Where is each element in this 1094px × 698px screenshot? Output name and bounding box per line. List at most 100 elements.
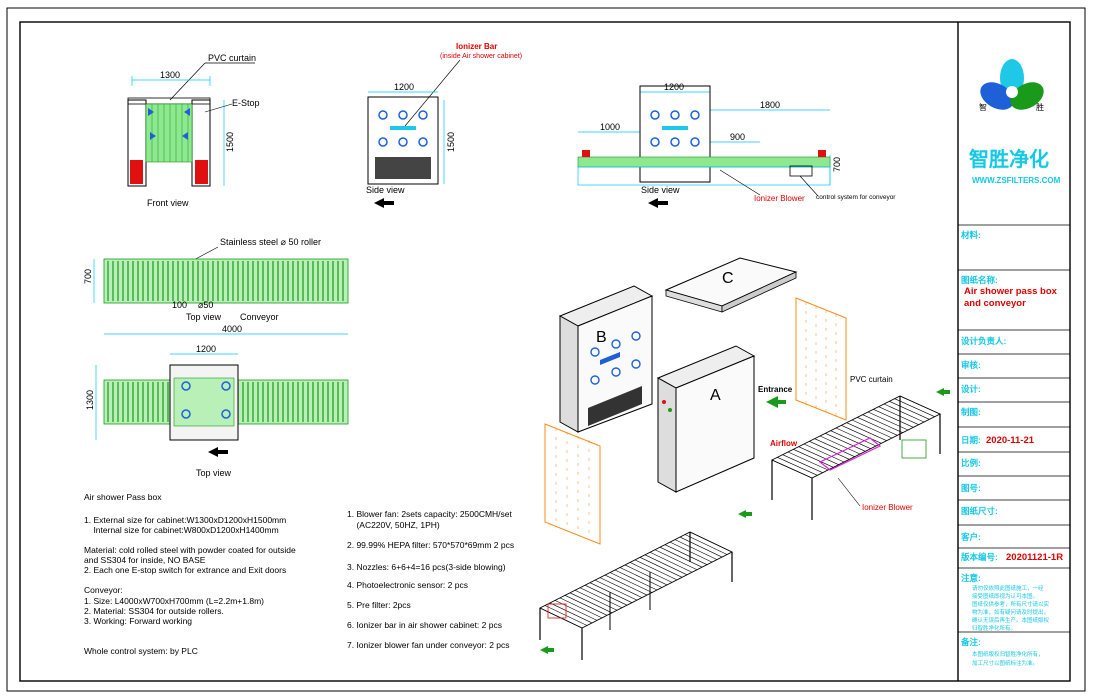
conveyor-width-dim: 700 <box>83 269 93 284</box>
side-view-2-title: Side view <box>641 185 680 195</box>
title-block: 智 胜 智胜净化 WWW.ZSFILTERS.COM 材料: 图纸名称: Air… <box>958 59 1070 667</box>
front-view-title: Front view <box>147 198 189 208</box>
spec-item: 2. 99.99% HEPA filter: 570*570*69mm 2 pc… <box>347 540 514 550</box>
top-height-dim: 1300 <box>85 390 95 410</box>
roller <box>614 569 658 591</box>
tb-drawing-no: 图号: <box>961 483 981 493</box>
ionizer-bar-label: Ionizer Bar <box>456 42 497 51</box>
roller <box>654 549 698 571</box>
company-logo-icon <box>980 59 1044 110</box>
roller <box>569 592 613 614</box>
tb-date-key: 日期: <box>961 435 981 445</box>
company-website: WWW.ZSFILTERS.COM <box>972 176 1061 185</box>
roller <box>878 406 919 425</box>
roller <box>684 534 728 555</box>
roller <box>841 425 882 444</box>
spec-line: 2. Material: SS304 for outside rollers. <box>84 606 224 616</box>
spec-line: 3. Working: Forward working <box>84 616 192 626</box>
roller <box>787 451 829 471</box>
roller <box>867 411 909 431</box>
tb-review: 审核: <box>961 360 981 370</box>
spec-footer: Whole control system: by PLC <box>84 646 198 656</box>
roller <box>814 438 855 457</box>
side-view-1-title: Side view <box>366 185 405 195</box>
roller <box>604 574 648 596</box>
roller <box>679 536 723 558</box>
conveyor-top-subtitle: Conveyor <box>240 312 279 322</box>
spec-item: 5. Pre filter: 2pcs <box>347 600 411 610</box>
label-b: B <box>596 329 607 346</box>
roller <box>669 541 713 563</box>
side2-1000-dim: 1000 <box>600 122 620 132</box>
tb-remark-line: 物为准，如有疑问请及时提出， <box>972 608 1049 616</box>
roller <box>639 557 683 578</box>
tb-version-value: 20201121-1R <box>1006 552 1063 563</box>
spec-heading: Air shower Pass box <box>84 492 162 502</box>
side2-1800-dim: 1800 <box>760 100 780 110</box>
roller <box>777 457 818 476</box>
tb-remark-line: 确认无误后再生产。本图纸版权 <box>972 616 1050 624</box>
roller <box>798 446 839 465</box>
roller <box>771 459 813 479</box>
roller-dia-dim: ⌀50 <box>198 300 213 310</box>
tb-version-key: 版本编号: <box>960 552 998 562</box>
roller <box>609 572 653 593</box>
tb-design: 设计: <box>961 384 981 394</box>
side1-width-dim: 1200 <box>394 82 414 92</box>
roller <box>594 579 638 601</box>
spec-item: 6. Ionizer bar in air shower cabinet: 2 … <box>347 620 502 630</box>
tb-remark-line: 请勿仅依照此图纸施工，一经 <box>972 584 1044 592</box>
roller <box>579 587 623 609</box>
tb-customer: 客户: <box>960 532 981 542</box>
spec-line: Conveyor: <box>84 585 123 595</box>
tb-scale: 比例: <box>961 458 981 468</box>
ionizer-bar-sub: (inside Air shower cabinet) <box>440 53 522 60</box>
tb-drawing-name-1: Air shower pass box <box>964 286 1058 297</box>
tb-material: 材料: <box>960 230 981 240</box>
spec-right: 1. Blower fan: 2sets capacity: 2500CMH/s… <box>347 509 514 650</box>
roller <box>846 422 887 441</box>
roller <box>883 403 925 423</box>
roller <box>894 398 935 417</box>
roller <box>857 417 898 436</box>
ionizer-blower-iso-label: Ionizer Blower <box>862 503 913 512</box>
roller <box>674 539 718 560</box>
tb-date-value: 2020-11-21 <box>986 435 1035 446</box>
estop-label: E-Stop <box>232 98 260 108</box>
tb-remark-line: 图纸仅供参考，所有尺寸请以实 <box>972 600 1050 608</box>
roller <box>624 564 668 586</box>
top-view: 1200 1300 Top view <box>85 344 349 478</box>
spec-line: and SS304 for inside, NO BASE <box>84 555 206 565</box>
side-view-1: Ionizer Bar (inside Air shower cabinet) … <box>366 42 522 208</box>
roller <box>619 567 663 588</box>
spec-left: Air shower Pass box 1. External size for… <box>84 492 296 656</box>
conveyor-top-title: Top view <box>186 312 222 322</box>
roller <box>689 531 733 553</box>
side2-900-dim: 900 <box>730 132 745 142</box>
roller <box>659 546 703 568</box>
entrance-label: Entrance <box>758 385 793 394</box>
tb-designer: 设计负责人: <box>961 336 1007 346</box>
roller-label: Stainless steel ⌀ 50 roller <box>220 237 321 247</box>
roller <box>825 433 866 452</box>
roller <box>554 600 598 621</box>
tb-remark2-line: 本图纸版权归智胜净化所有， <box>972 650 1044 658</box>
tb-size: 图纸尺寸: <box>961 506 998 516</box>
spec-line: 1. External size for cabinet:W1300xD1200… <box>84 515 286 525</box>
roller <box>559 597 603 619</box>
roller <box>664 544 708 565</box>
tb-remark-line: 接受图纸即视为认可本图。 <box>972 592 1038 600</box>
tb-remark2-line: 加工尺寸以图纸标注为准。 <box>972 659 1038 667</box>
roller <box>889 401 930 420</box>
roller <box>634 559 678 581</box>
roller <box>835 427 877 447</box>
side1-height-dim: 1500 <box>446 132 456 152</box>
spec-line: 2. Each one E-stop switch for extrance a… <box>84 565 286 575</box>
tb-draw: 制图: <box>961 407 981 417</box>
roller <box>793 449 834 468</box>
spec-line: 1. Size: L4000xW700xH700mm (L=2.2m+1.8m) <box>84 596 264 606</box>
ionizer-blower-label: Ionizer Blower <box>754 194 805 203</box>
roller <box>782 454 823 473</box>
label-a: A <box>710 387 721 404</box>
